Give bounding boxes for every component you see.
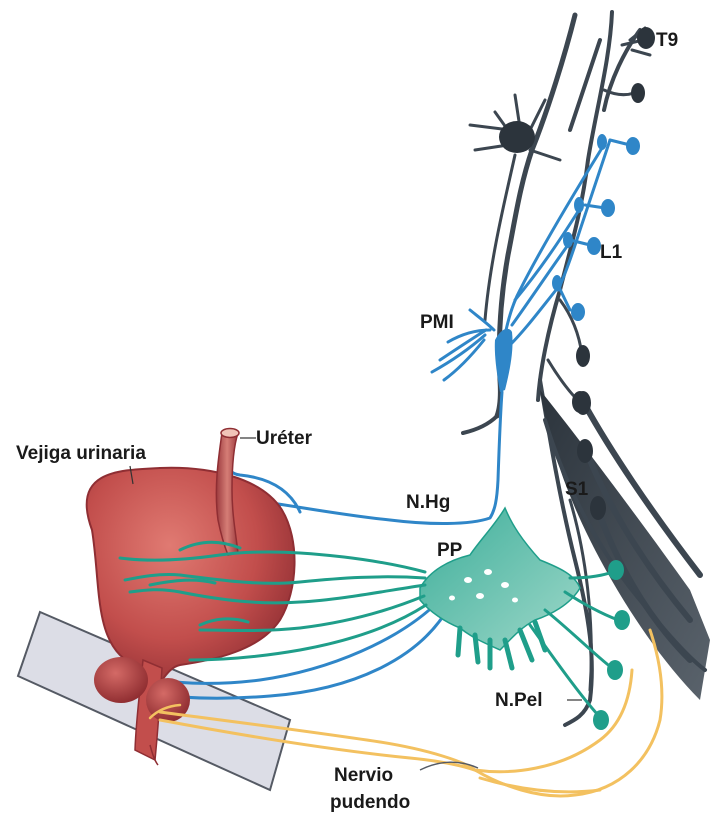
label-hypogastric-nerve: N.Hg [406,492,450,513]
label-bladder: Vejiga urinaria [16,443,146,464]
label-pelvic-nerve: N.Pel [495,690,543,711]
label-s1: S1 [565,479,589,500]
label-t9: T9 [656,30,678,51]
label-pmi: PMI [420,312,454,333]
label-ureter: Uréter [256,428,313,449]
label-pelvic-plexus: PP [437,540,463,561]
label-pudendal-nerve-line1: Nervio [334,765,393,786]
label-l1: L1 [600,242,623,263]
label-pudendal-nerve-line2: pudendo [330,792,410,813]
